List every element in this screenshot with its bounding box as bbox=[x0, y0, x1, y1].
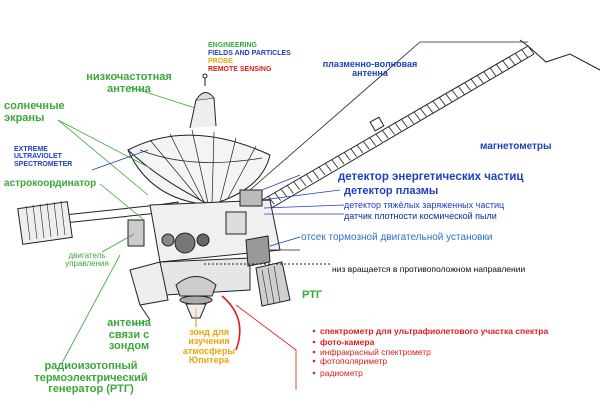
remote-sensing-line bbox=[235, 304, 297, 390]
rs-photopolarimeter: фотополяриметр bbox=[320, 356, 388, 366]
legend-remote-sensing: REMOTE SENSING bbox=[208, 66, 272, 73]
label-energetic-particle-detector: детектор энергетических частиц bbox=[338, 171, 524, 183]
spacecraft-bus bbox=[127, 189, 300, 327]
remote-sensing-arc bbox=[221, 295, 241, 351]
label-magnetometers: магнетометры bbox=[480, 141, 552, 152]
legend: ENGINEERING FIELDS AND PARTICLES PROBE R… bbox=[208, 42, 291, 74]
rs-uv-spectrometer: спектрометр для ультрафиолетового участк… bbox=[320, 326, 549, 336]
blue-leader-lines bbox=[91, 149, 345, 247]
remote-sensing-bullets bbox=[312, 329, 316, 375]
label-dust-detector: датчик плотности космической пыли bbox=[344, 211, 497, 221]
label-low-gain-antenna: низкочастотная антенна bbox=[86, 71, 172, 95]
label-retro-propulsion: отсек тормозной двигательной установки bbox=[301, 232, 493, 243]
legend-engineering: ENGINEERING bbox=[208, 42, 258, 49]
magnetometer-boom bbox=[261, 39, 600, 211]
label-euv-spectrometer: EXTREME ULTRAVIOLET SPECTROMETER bbox=[14, 146, 73, 168]
high-gain-antenna bbox=[127, 73, 271, 206]
label-rtg-right: РТГ bbox=[302, 289, 323, 301]
label-plasma-detector: детектор плазмы bbox=[344, 185, 439, 197]
rs-radiometer: радиометр bbox=[320, 368, 363, 378]
label-sunshades: солнечные экраны bbox=[4, 100, 65, 124]
leader-lines bbox=[57, 86, 196, 364]
label-despun-section: низ вращается в противоположном направле… bbox=[332, 264, 526, 274]
legend-probe: PROBE bbox=[208, 58, 233, 65]
label-thrusters: двигатель управления bbox=[65, 251, 109, 269]
rs-camera: фото-камера bbox=[320, 337, 375, 347]
legend-fields-particles: FIELDS AND PARTICLES bbox=[208, 50, 291, 57]
label-plasma-wave-antenna: плазменно-волновая антенна bbox=[322, 59, 418, 79]
rs-ir-spectrometer: инфракрасный спектрометр bbox=[320, 347, 431, 357]
label-rtg-left: радиоизотопный термоэлектрический генера… bbox=[34, 360, 148, 396]
label-star-scanner: астрокоординатор bbox=[4, 178, 97, 189]
label-probe: зонд для изучения атмосферы Юпитера bbox=[182, 327, 236, 366]
plasma-wave-antenna-line bbox=[249, 41, 528, 191]
label-probe-relay-antenna: антенна связи с зондом bbox=[107, 317, 151, 353]
label-heavy-ion-counter: детектор тяжёлых заряженных частиц bbox=[344, 200, 505, 210]
